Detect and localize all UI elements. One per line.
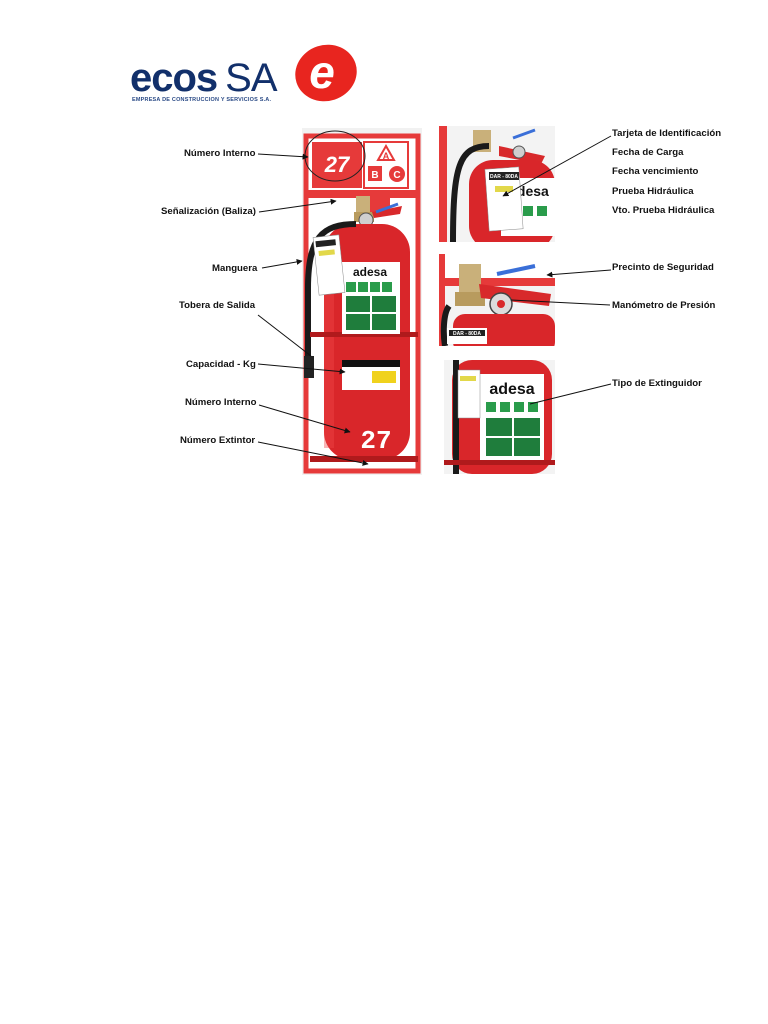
- sign-letter-b: B: [371, 170, 378, 181]
- label-vto-prueba-hidraulica: Vto. Prueba Hidráulica: [612, 205, 715, 216]
- label-precinto-seguridad: Precinto de Seguridad: [612, 262, 714, 273]
- label-tarjeta-identificacion: Tarjeta de Identificación: [612, 128, 722, 139]
- leader-manguera: [261, 258, 303, 269]
- detail-photo-label: adesa: [444, 360, 555, 474]
- label-numero-interno-top: Número Interno: [184, 148, 256, 159]
- bottom-brand-label: adesa: [489, 381, 534, 398]
- label-manometro-presion: Manómetro de Presión: [612, 300, 716, 311]
- detail-photo-valve: DAR - 80DA: [439, 254, 555, 346]
- leader-numero-interno-top: [257, 153, 309, 160]
- plate-number: 27: [324, 152, 351, 177]
- label-prueba-hidraulica: Prueba Hidráulica: [612, 186, 694, 197]
- top-tag-label: DAR - 80DA: [490, 174, 518, 180]
- label-numero-interno-bottom: Número Interno: [185, 397, 257, 408]
- logo-subtitle: EMPRESA DE CONSTRUCCION Y SERVICIOS S.A.: [132, 97, 272, 103]
- detail-photo-tag: adesa DAR - 80DA: [439, 126, 555, 242]
- label-fecha-carga: Fecha de Carga: [612, 147, 684, 158]
- label-numero-extintor: Número Extintor: [180, 435, 256, 446]
- main-brand-label: adesa: [353, 265, 387, 279]
- sign-letter-a: A: [383, 151, 390, 161]
- body-number: 27: [360, 426, 391, 456]
- label-fecha-vencimiento: Fecha vencimiento: [612, 166, 699, 177]
- label-tipo-extinguidor: Tipo de Extinguidor: [612, 378, 702, 389]
- label-capacidad: Capacidad - Kg: [186, 359, 256, 370]
- label-tobera-salida: Tobera de Salida: [179, 300, 256, 311]
- logo-brand: ecos: [130, 56, 218, 100]
- middle-tag-label: DAR - 80DA: [453, 331, 481, 337]
- logo-suffix: SA: [225, 56, 277, 100]
- logo-mark-letter: e: [309, 46, 335, 98]
- leader-precinto: [546, 269, 612, 278]
- label-senalizacion: Señalización (Baliza): [161, 206, 256, 217]
- sign-letter-c: C: [393, 170, 400, 181]
- main-extinguisher-photo: 27 A B C adesa: [302, 128, 422, 475]
- logo-e-mark-icon: e: [295, 44, 357, 102]
- label-manguera: Manguera: [212, 263, 258, 274]
